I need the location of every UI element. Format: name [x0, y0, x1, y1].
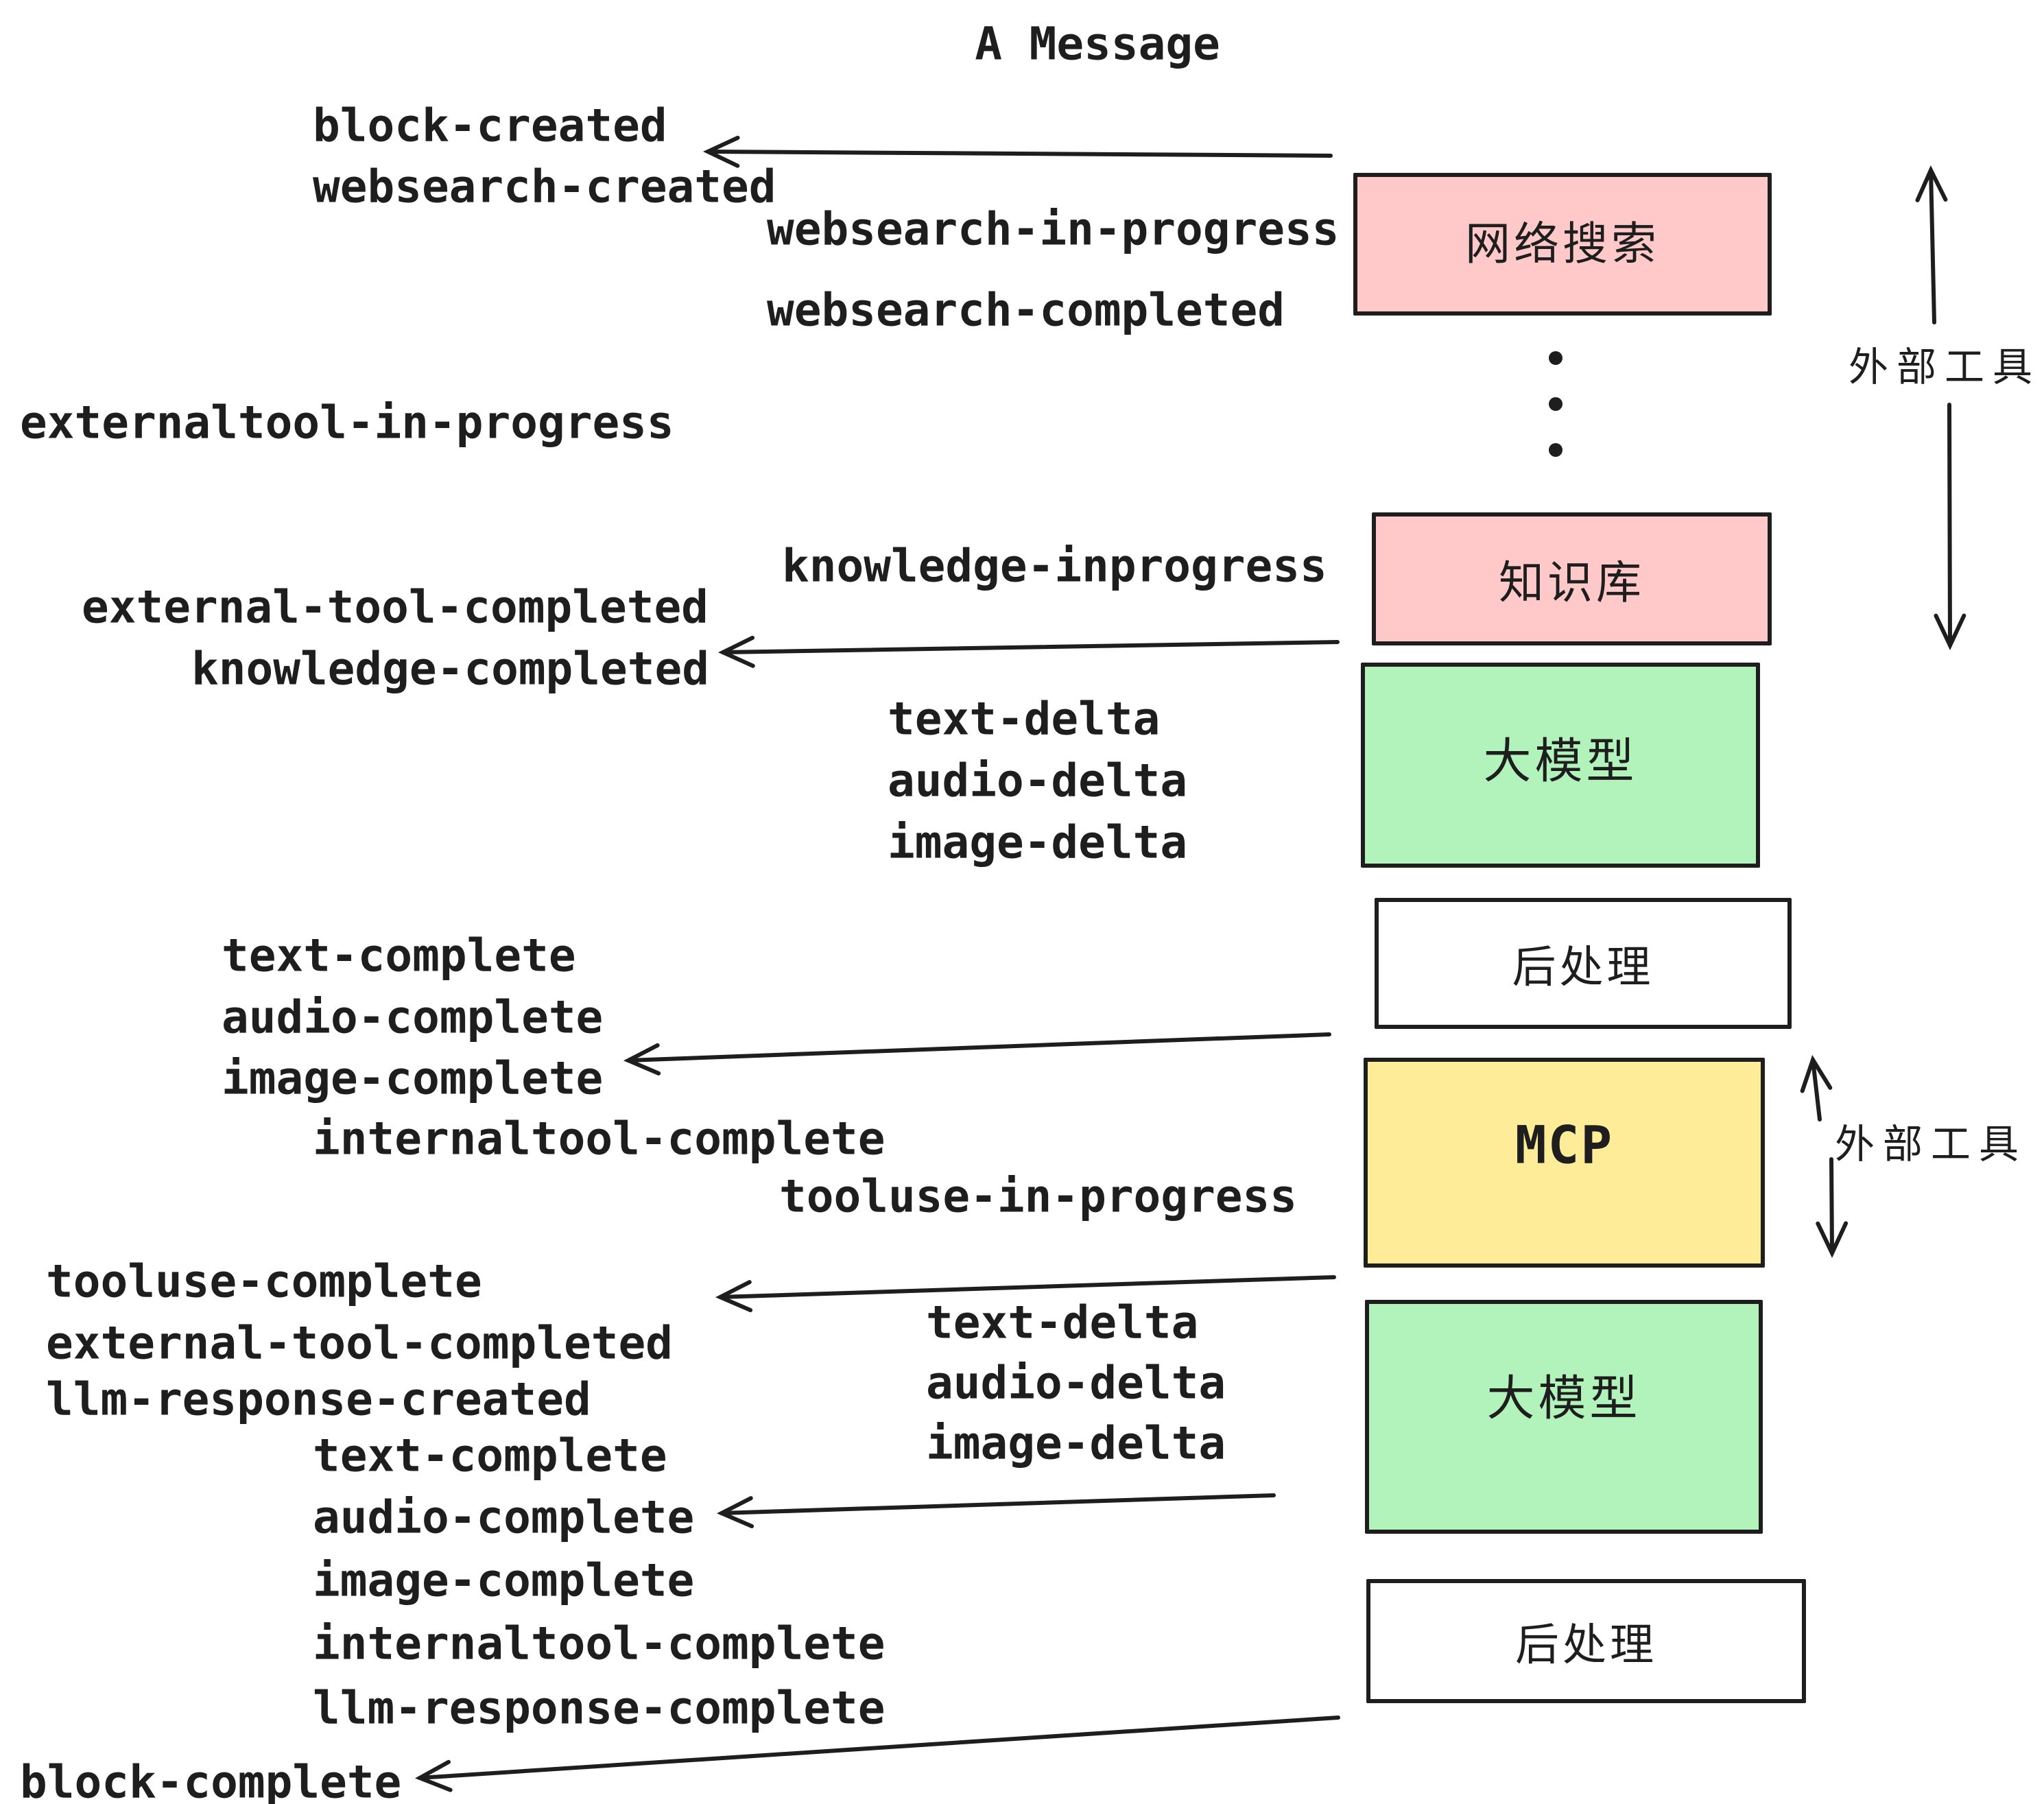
- external-tools-up-arrow-2: [1800, 1055, 1833, 1121]
- event-label-image-complete-24: image-complete: [313, 1554, 695, 1607]
- event-label-audio-complete-12: audio-complete: [222, 990, 604, 1044]
- postprocess-box-2: [1366, 1579, 1806, 1703]
- event-label-tooluse-in-progress-15: tooluse-in-progress: [779, 1170, 1297, 1223]
- event-label-websearch-created-1: websearch-created: [313, 160, 776, 213]
- postprocess-box-2-label: 后处理: [1515, 1619, 1657, 1671]
- event-label-knowledge-inprogress-5: knowledge-inprogress: [782, 539, 1327, 593]
- llm-box-1: [1361, 663, 1760, 868]
- postprocess-box-1-label: 后处理: [1512, 942, 1654, 993]
- event-label-external-tool-completed-6: external-tool-completed: [82, 580, 709, 634]
- event-label-image-delta-21: image-delta: [926, 1416, 1226, 1470]
- arrow-to-external-tool-completed: [715, 1275, 1336, 1313]
- arrow-to-block-created: [702, 135, 1333, 168]
- websearch-box: [1353, 173, 1772, 316]
- llm-box-1-label: 大模型: [1483, 733, 1638, 789]
- event-label-image-delta-10: image-delta: [888, 816, 1188, 869]
- event-label-external-tool-completed-17: external-tool-completed: [46, 1316, 673, 1370]
- external-tools-up-arrow-1: [1915, 165, 1948, 324]
- external-tools-down-arrow-2: [1816, 1157, 1849, 1259]
- mcp-box: [1364, 1058, 1765, 1268]
- external-tools-label-2: 外部工具: [1835, 1121, 2028, 1167]
- websearch-box-label: 网络搜索: [1465, 217, 1660, 270]
- knowledge-box: [1372, 512, 1772, 645]
- postprocess-box-1: [1375, 898, 1792, 1029]
- event-label-tooluse-complete-16: tooluse-complete: [46, 1255, 482, 1308]
- event-label-block-created-0: block-created: [313, 99, 667, 152]
- ellipsis-dot-1: [1549, 351, 1562, 365]
- external-tools-label-1: 外部工具: [1849, 344, 2041, 390]
- arrow-to-audio-complete: [716, 1493, 1276, 1529]
- arrow-to-block-complete: [414, 1716, 1340, 1792]
- knowledge-box-label: 知识库: [1499, 556, 1645, 609]
- event-label-websearch-in-progress-2: websearch-in-progress: [767, 202, 1340, 256]
- event-label-websearch-completed-3: websearch-completed: [767, 283, 1285, 337]
- mcp-box-label: MCP: [1514, 1114, 1614, 1176]
- event-label-externaltool-in-progress-4: externaltool-in-progress: [20, 396, 674, 449]
- event-label-text-complete-11: text-complete: [222, 929, 576, 982]
- event-label-audio-delta-20: audio-delta: [926, 1356, 1226, 1410]
- ellipsis-dot-2: [1549, 397, 1562, 411]
- event-label-internaltool-complete-14: internaltool-complete: [313, 1112, 886, 1165]
- event-label-llm-response-complete-26: llm-response-complete: [313, 1681, 886, 1735]
- arrow-to-image-complete: [623, 1032, 1331, 1076]
- arrow-to-knowledge-completed: [717, 635, 1340, 668]
- external-tools-down-arrow-1: [1934, 403, 1966, 651]
- event-label-knowledge-completed-7: knowledge-completed: [191, 642, 709, 696]
- event-label-text-delta-19: text-delta: [926, 1296, 1199, 1349]
- event-label-text-delta-8: text-delta: [888, 692, 1161, 746]
- diagram-title: A Message: [975, 17, 1220, 71]
- event-label-internaltool-complete-25: internaltool-complete: [313, 1617, 886, 1670]
- event-label-text-complete-22: text-complete: [313, 1429, 667, 1482]
- event-label-llm-response-created-18: llm-response-created: [46, 1373, 591, 1426]
- llm-box-2: [1365, 1300, 1763, 1534]
- ellipsis-dot-3: [1549, 443, 1562, 457]
- event-label-audio-complete-23: audio-complete: [313, 1491, 695, 1544]
- llm-box-2-label: 大模型: [1486, 1370, 1641, 1426]
- event-label-audio-delta-9: audio-delta: [888, 754, 1188, 807]
- event-label-image-complete-13: image-complete: [222, 1052, 604, 1105]
- event-label-block-complete-27: block-complete: [20, 1755, 402, 1804]
